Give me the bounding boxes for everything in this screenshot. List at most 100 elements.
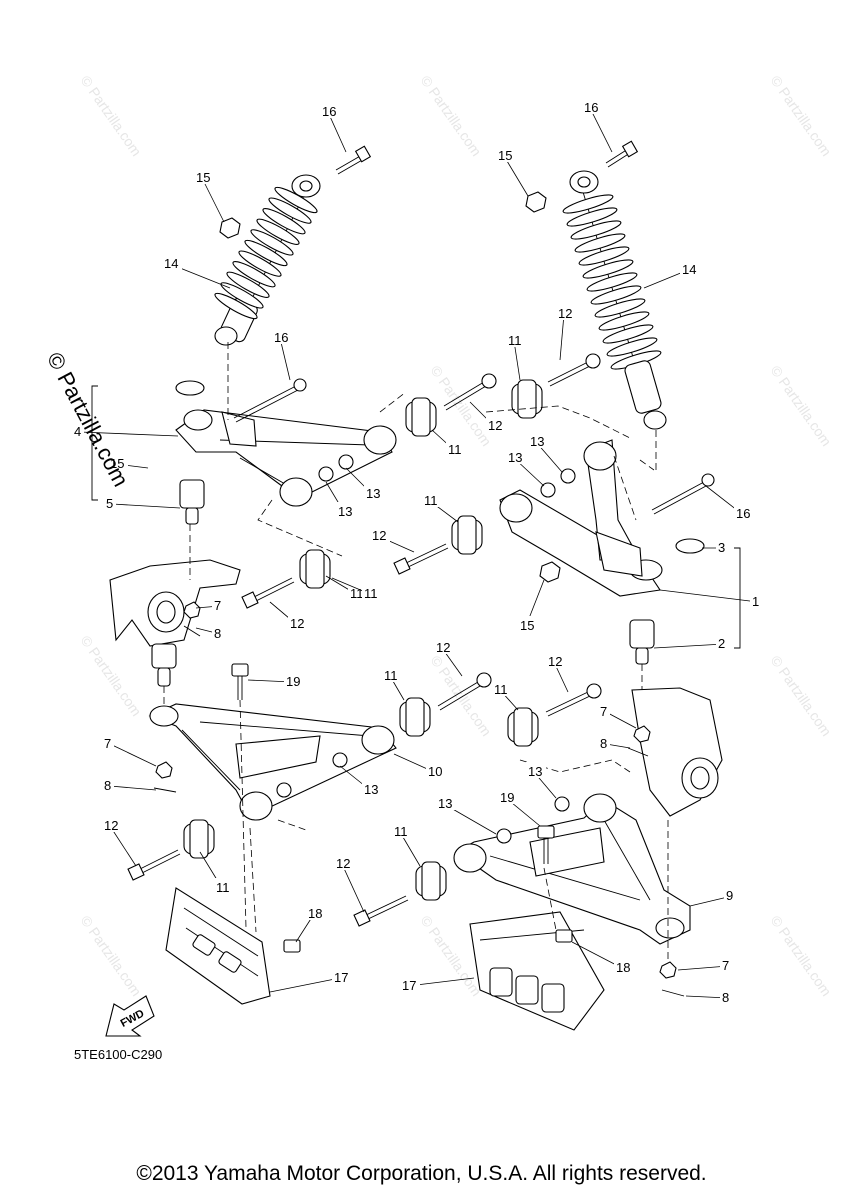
right-lower-bushing-b[interactable] [415,861,447,901]
callout-c19b[interactable]: 19 [500,790,514,805]
callout-c13e[interactable]: 13 [364,782,378,797]
callout-c7a[interactable]: 7 [214,598,221,613]
callout-c16a[interactable]: 16 [322,104,336,119]
left-lower-bushing-a[interactable] [399,697,431,737]
callout-c13d[interactable]: 13 [508,450,522,465]
callout-c11g[interactable]: 11 [494,682,508,697]
callout-c12h[interactable]: 12 [104,818,118,833]
left-upper-bolt-b[interactable] [241,577,295,609]
callout-c13g[interactable]: 13 [438,796,452,811]
right-shock-nut[interactable] [525,191,547,213]
callout-c8a[interactable]: 8 [214,626,221,641]
callout-c15d[interactable]: 15 [520,618,534,633]
callout-c14b[interactable]: 14 [682,262,696,277]
callout-c10[interactable]: 10 [428,764,442,779]
callout-c15a[interactable]: 15 [196,170,210,185]
right-lower-arm[interactable] [453,793,691,945]
callout-c3[interactable]: 3 [718,540,725,555]
callout-c11i[interactable]: 11 [394,824,408,839]
right-guard-plate[interactable] [469,911,605,1031]
callout-c15c[interactable]: 15 [498,148,512,163]
left-upper-nut-b[interactable] [318,466,334,482]
callout-c7d[interactable]: 7 [722,958,729,973]
right-lower-nut-b[interactable] [496,828,512,844]
callout-c1[interactable]: 1 [752,594,759,609]
left-guard-clip[interactable] [283,939,301,953]
left-lower-bushing-b[interactable] [183,819,215,859]
right-upper-ball-joint[interactable] [629,619,655,665]
right-shock-bolt[interactable] [605,140,639,168]
left-upper-ball-joint[interactable] [179,479,205,525]
right-knuckle-nut-b[interactable] [659,961,677,979]
left-steering-knuckle[interactable] [109,559,241,647]
callout-c8c[interactable]: 8 [600,736,607,751]
left-circlip[interactable] [175,380,205,396]
callout-c12b[interactable]: 12 [558,306,572,321]
callout-c9[interactable]: 9 [726,888,733,903]
left-lower-nut-a[interactable] [332,752,348,768]
right-knuckle-nut-a[interactable] [633,725,651,743]
left-lower-ball-joint[interactable] [151,643,177,687]
right-circlip[interactable] [675,538,705,554]
left-lower-bolt-b[interactable] [127,849,181,881]
right-upper-nut-b[interactable] [540,482,556,498]
right-upper-bushing-a[interactable] [511,379,543,419]
left-upper-bolt-a[interactable] [443,373,497,411]
callout-c13a[interactable]: 13 [366,486,380,501]
left-upper-bushing-a[interactable] [405,397,437,437]
callout-c16c[interactable]: 16 [584,100,598,115]
left-upper-pivot-bolt[interactable] [233,378,307,423]
right-upper-pivot-bolt[interactable] [651,473,715,515]
right-lower-bushing-a[interactable] [507,707,539,747]
right-upper-bolt-a[interactable] [547,353,601,387]
callout-c11c[interactable]: 11 [424,493,438,508]
callout-c12f[interactable]: 12 [436,640,450,655]
left-shock-absorber[interactable] [213,174,321,346]
callout-c5[interactable]: 5 [106,496,113,511]
left-lower-nut-b[interactable] [276,782,292,798]
right-lower-nut-a[interactable] [554,796,570,812]
callout-c12i[interactable]: 12 [336,856,350,871]
right-lower-bolt-c[interactable] [537,825,555,864]
callout-c12a[interactable]: 12 [488,418,502,433]
left-upper-arm[interactable] [175,409,397,507]
callout-c11e[interactable]: 11 [364,586,378,601]
left-guard-plate[interactable] [165,887,271,1005]
callout-c7c[interactable]: 7 [600,704,607,719]
callout-c16d[interactable]: 16 [736,506,750,521]
left-lower-bolt-a[interactable] [437,672,492,711]
callout-c18a[interactable]: 18 [308,906,322,921]
left-shock-nut[interactable] [219,217,241,239]
right-steering-knuckle[interactable] [631,687,723,817]
callout-c13f[interactable]: 13 [528,764,542,779]
right-lower-bolt-b[interactable] [353,895,409,927]
left-knuckle-nut[interactable] [183,601,201,619]
callout-c8d[interactable]: 8 [722,990,729,1005]
callout-c11b[interactable]: 11 [508,333,522,348]
callout-c12g[interactable]: 12 [548,654,562,669]
left-upper-bushing-b[interactable] [299,549,331,589]
right-upper-bushing-b[interactable] [451,515,483,555]
right-upper-bolt-b[interactable] [393,543,449,575]
left-lower-arm[interactable] [148,703,397,821]
callout-c13b[interactable]: 13 [338,504,352,519]
callout-c15b[interactable]: 15 [110,456,124,471]
callout-c13c[interactable]: 13 [530,434,544,449]
left-cotter-pin[interactable] [183,625,201,637]
left-shock-bolt[interactable] [335,145,372,175]
callout-c18b[interactable]: 18 [616,960,630,975]
left-lower-cotter-pin[interactable] [153,787,177,793]
callout-c8b[interactable]: 8 [104,778,111,793]
callout-c14a[interactable]: 14 [164,256,178,271]
callout-c11f[interactable]: 11 [384,668,398,683]
right-cotter-pin-a[interactable] [627,747,649,757]
right-upper-arm[interactable] [499,439,663,597]
right-upper-nut-a[interactable] [560,468,576,484]
right-upper-nut-c[interactable] [539,561,561,583]
left-upper-nut-a[interactable] [338,454,354,470]
callout-c2[interactable]: 2 [718,636,725,651]
callout-c19a[interactable]: 19 [286,674,300,689]
callout-c12e[interactable]: 12 [290,616,304,631]
left-lower-bolt-c[interactable] [231,663,249,700]
callout-c4[interactable]: 4 [74,424,81,439]
